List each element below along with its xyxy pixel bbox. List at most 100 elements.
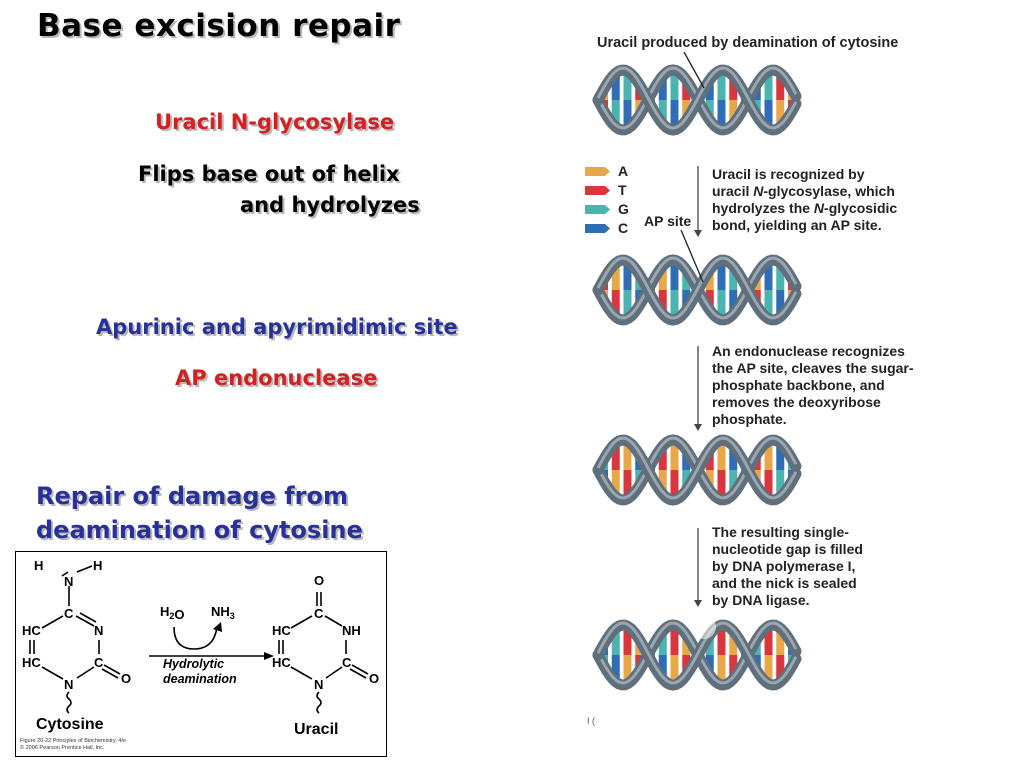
atom-label: C <box>314 606 324 621</box>
legend-item-a: A <box>585 162 629 181</box>
step2-arrow-head <box>694 424 702 431</box>
base-segment <box>717 260 726 290</box>
thymine-swatch <box>585 186 610 195</box>
step1-description: Uracil is recognized by uracil N-glycosy… <box>712 166 897 234</box>
legend-label: C <box>618 220 629 236</box>
base-segment <box>729 631 738 655</box>
atom-label: H <box>93 558 102 573</box>
step2-line: An endonuclease recognizes <box>712 343 905 359</box>
base-segment <box>670 625 679 655</box>
base-segment <box>776 443 785 470</box>
base-segment <box>764 290 773 319</box>
atom-label: H <box>34 558 43 573</box>
base-segment <box>658 76 667 100</box>
base-segment <box>729 290 738 314</box>
dna-helix-1 <box>592 64 802 136</box>
atom-label: N <box>64 574 73 589</box>
backbone-highlight <box>596 621 798 685</box>
cropped-edge-marks: I ( <box>587 716 595 726</box>
dna-helix-2 <box>592 254 802 326</box>
enzyme-description-line1: Flips base out of helix <box>138 162 400 186</box>
base-segment <box>764 71 773 100</box>
uracil-label: Uracil <box>294 721 338 738</box>
base-segment <box>729 446 738 470</box>
base-segment <box>623 290 632 319</box>
base-segment <box>611 628 620 655</box>
base-segment <box>764 470 773 499</box>
base-segment <box>611 470 620 497</box>
base-segment <box>776 655 785 682</box>
atom-label: HC <box>272 655 291 670</box>
ammonia-label: NH3 <box>211 604 235 621</box>
figure-credit-line2: © 2006 Pearson Prentice Hall, Inc. <box>20 745 105 751</box>
base-segment <box>611 443 620 470</box>
legend-item-g: G <box>585 200 629 219</box>
cytosine-swatch <box>585 224 610 233</box>
base-segment <box>776 263 785 290</box>
adenine-swatch <box>585 167 610 176</box>
step2-line: the AP site, cleaves the sugar- <box>712 360 914 376</box>
base-segment <box>623 261 632 290</box>
step2-line: removes the deoxyribose <box>712 394 881 410</box>
base-segment <box>611 290 620 317</box>
step2-line: phosphate backbone, and <box>712 377 885 393</box>
base-segment <box>611 73 620 100</box>
base-segment <box>717 440 726 470</box>
legend-item-t: T <box>585 181 629 200</box>
base-segment <box>717 100 726 130</box>
base-segment <box>729 655 738 679</box>
dna-figure-title: Uracil produced by deamination of cytosi… <box>597 35 899 51</box>
base-segment <box>670 440 679 470</box>
ap-site-pointer-line <box>680 229 704 283</box>
backbone-highlight <box>596 436 798 500</box>
base-segment <box>764 655 773 684</box>
base-segment <box>670 260 679 290</box>
legend-label: G <box>618 201 629 217</box>
base-segment <box>611 655 620 682</box>
base-segment <box>623 655 632 684</box>
uracil-pointer-line <box>683 51 705 89</box>
base-segment <box>658 631 667 655</box>
atom-label: N <box>64 677 73 692</box>
dna-helix-4 <box>592 615 802 691</box>
guanine-swatch <box>585 205 610 214</box>
base-segment <box>776 470 785 497</box>
atom-label: HC <box>272 623 291 638</box>
atom-label: C <box>342 655 352 670</box>
atom-label: NH <box>342 623 361 638</box>
base-segment <box>670 470 679 500</box>
legend-label: T <box>618 182 627 198</box>
atom-label: C <box>64 606 74 621</box>
enzyme-ap-endonuclease: AP endonuclease <box>175 366 378 390</box>
base-segment <box>717 470 726 500</box>
section-heading-line1: Repair of damage from <box>36 482 348 510</box>
ap-site-label: AP site <box>644 213 692 229</box>
slide-title: Base excision repair <box>37 8 401 44</box>
legend-item-c: C <box>585 219 629 238</box>
step3-line: nucleotide gap is filled <box>712 541 863 557</box>
base-segment <box>670 70 679 100</box>
reaction-type-line2: deamination <box>163 672 237 686</box>
base-segment <box>623 100 632 129</box>
figure-credit: Figure 20-22 Principles of Biochemistry,… <box>20 738 126 752</box>
step3-arrow-head <box>694 600 702 607</box>
reaction-type-line1: Hydrolytic <box>163 657 224 671</box>
atom-label: O <box>121 671 131 686</box>
step3-line: by DNA ligase. <box>712 592 810 608</box>
step3-description: The resulting single- nucleotide gap is … <box>712 524 863 609</box>
backbone-highlight <box>596 66 798 130</box>
deamination-reaction-figure: H N H C HC N HC C O N Cytosine H2O NH3 H… <box>15 551 387 757</box>
figure-credit-line1: Figure 20-22 Principles of Biochemistry,… <box>20 738 126 744</box>
base-segment <box>658 470 667 494</box>
dna-helix-3 <box>592 434 802 506</box>
base-segment <box>670 100 679 130</box>
base-segment <box>764 100 773 129</box>
base-color-legend: A T G C <box>585 162 629 238</box>
base-segment <box>764 441 773 470</box>
base-segment <box>776 290 785 317</box>
base-segment <box>717 625 726 655</box>
ap-site-definition: Apurinic and apyrimidimic site <box>96 315 458 339</box>
base-segment <box>717 70 726 100</box>
base-segment <box>658 446 667 470</box>
